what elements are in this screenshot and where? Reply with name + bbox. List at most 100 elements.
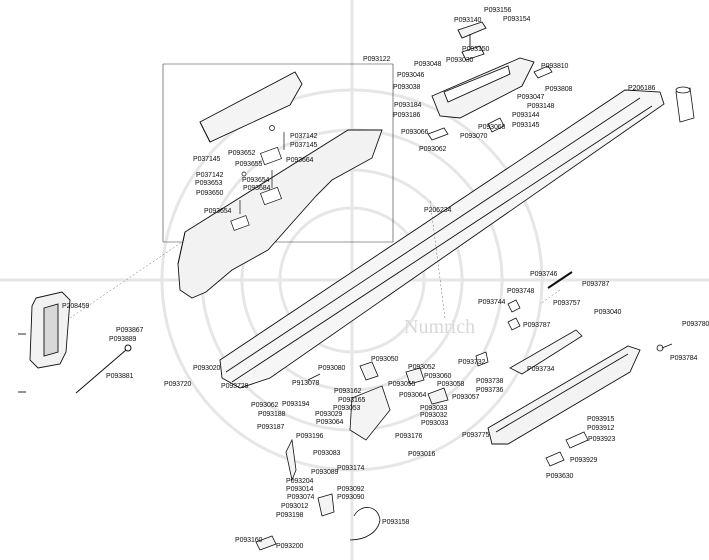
part-label: P093162 xyxy=(334,388,362,395)
part-label: P093016 xyxy=(408,451,436,458)
forend-piece xyxy=(199,71,303,143)
part-label: P037142 xyxy=(196,172,224,179)
part-label: P093012 xyxy=(281,503,309,510)
part-label: P093188 xyxy=(258,411,286,418)
part-label: P093092 xyxy=(337,486,365,493)
part-label: P093650 xyxy=(196,190,224,197)
part-label: P093653 xyxy=(195,180,223,187)
part-label: P913078 xyxy=(292,380,320,387)
part-label: P093064 xyxy=(316,419,344,426)
handguard xyxy=(487,345,641,445)
part-label: P093929 xyxy=(570,457,598,464)
part-label: P093052 xyxy=(408,364,436,371)
part-label: P093654 xyxy=(204,208,232,215)
part-label: P093144 xyxy=(512,112,540,119)
part-label: P206186 xyxy=(628,85,656,92)
part-label: P093046 xyxy=(397,72,425,79)
part-label: P093780 xyxy=(682,321,709,328)
stock-bolt xyxy=(75,344,132,394)
part-label: P093060 xyxy=(424,373,452,380)
part-label: P093176 xyxy=(395,433,423,440)
part-label: P093654 xyxy=(242,177,270,184)
part-label: P093068 xyxy=(478,124,506,131)
part-label: P093912 xyxy=(587,425,615,432)
part-label: P093080 xyxy=(318,365,346,372)
part-label: P208459 xyxy=(62,303,90,310)
part-label: P093746 xyxy=(530,271,558,278)
part-label: P093194 xyxy=(282,401,310,408)
part-label: P093048 xyxy=(414,61,442,68)
part-label: P093738 xyxy=(476,378,504,385)
part-label: P093083 xyxy=(313,450,341,457)
part-label: P093881 xyxy=(106,373,134,380)
part-label: P093140 xyxy=(454,17,482,24)
part-label: P093787 xyxy=(582,281,610,288)
part-label: P093200 xyxy=(276,543,304,550)
leader-lines xyxy=(69,199,561,319)
part-label: P093630 xyxy=(546,473,574,480)
barrel-sight xyxy=(675,86,695,123)
part-label: P093174 xyxy=(337,465,365,472)
part-label: P093064 xyxy=(399,392,427,399)
part-label: P037145 xyxy=(193,156,221,163)
part-label: P093732 xyxy=(458,359,486,366)
part-label: P093014 xyxy=(286,486,314,493)
part-label: P093664 xyxy=(286,157,314,164)
part-label: P093196 xyxy=(296,433,324,440)
magazine-spring xyxy=(547,271,573,289)
part-label: P093184 xyxy=(394,102,422,109)
part-label: P093055 xyxy=(388,381,416,388)
part-label: P093145 xyxy=(512,122,540,129)
part-label: P093784 xyxy=(670,355,698,362)
part-label: P093033 xyxy=(420,405,448,412)
part-label: P093787 xyxy=(523,322,551,329)
butt-plate xyxy=(18,291,71,393)
part-label: P093032 xyxy=(420,412,448,419)
small-parts-top xyxy=(427,65,553,141)
part-label: P093070 xyxy=(460,133,488,140)
part-label: P093066 xyxy=(401,129,429,136)
part-label: P093148 xyxy=(527,103,555,110)
part-label: P093736 xyxy=(476,387,504,394)
part-label: P093734 xyxy=(527,366,555,373)
part-label: P093889 xyxy=(109,336,137,343)
part-label: P093867 xyxy=(116,327,144,334)
receiver-barrel-assembly xyxy=(219,89,665,389)
part-label: P093748 xyxy=(507,288,535,295)
part-label: P093033 xyxy=(421,420,449,427)
part-label: P093158 xyxy=(382,519,410,526)
part-label: P093020 xyxy=(193,365,221,372)
part-label: P093062 xyxy=(419,146,447,153)
magazine-tube xyxy=(509,329,673,375)
part-label: P093915 xyxy=(587,416,615,423)
part-label: P093684 xyxy=(243,185,271,192)
part-label: P093062 xyxy=(251,402,279,409)
bolt-housing xyxy=(431,21,535,119)
part-label: P093198 xyxy=(276,512,304,519)
part-label: P093089 xyxy=(311,469,339,476)
part-label: P093150 xyxy=(462,46,490,53)
part-label: P093187 xyxy=(257,424,285,431)
stock-group-box xyxy=(162,63,394,243)
part-label: P093030 xyxy=(446,57,474,64)
part-label: P093652 xyxy=(228,150,256,157)
part-label: P093757 xyxy=(553,300,581,307)
part-label: P093923 xyxy=(588,436,616,443)
part-label: P093728 xyxy=(221,383,249,390)
part-label: P093156 xyxy=(484,7,512,14)
part-label: P093074 xyxy=(287,494,315,501)
part-label: P093810 xyxy=(541,63,569,70)
part-label: P093775 xyxy=(462,432,490,439)
part-label: P093090 xyxy=(337,494,365,501)
part-label: P093058 xyxy=(437,381,465,388)
part-label: P093160 xyxy=(235,537,263,544)
buttstock xyxy=(177,129,383,299)
part-label: P093808 xyxy=(545,86,573,93)
part-label: P093720 xyxy=(164,381,192,388)
part-label: P206234 xyxy=(424,207,452,214)
part-label: P093029 xyxy=(315,411,343,418)
part-label: P093040 xyxy=(594,309,622,316)
part-label: P093047 xyxy=(517,94,545,101)
part-label: P093122 xyxy=(363,56,391,63)
